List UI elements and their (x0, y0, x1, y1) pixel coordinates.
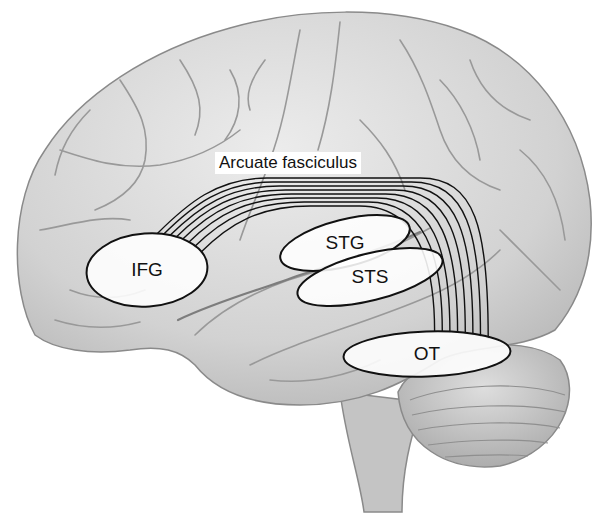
cerebellum-folia (410, 386, 566, 457)
region-label: STS (352, 267, 389, 288)
fiber-line (188, 198, 450, 332)
fiber-line (163, 182, 480, 337)
gyri (40, 22, 565, 381)
fiber-line (176, 190, 466, 334)
ellipse (84, 229, 210, 310)
text-group: IFG (131, 260, 163, 281)
cerebrum (17, 12, 591, 405)
region-label: IFG (131, 260, 163, 281)
region-label: STG (325, 233, 364, 254)
ellipse (292, 236, 448, 318)
text-group: STS (352, 267, 389, 288)
region-ellipse: STS (294, 252, 446, 302)
region-label: OT (414, 344, 440, 365)
fiber-line (169, 186, 473, 335)
ellipse (343, 329, 511, 380)
text-group: STG (325, 233, 364, 254)
region-ellipse: OT (342, 330, 512, 378)
text-group: OT (414, 344, 440, 365)
region-ellipse: IFG (85, 232, 209, 308)
tract-label: Arcuate fasciculus (215, 152, 361, 174)
fiber-line (182, 194, 458, 333)
